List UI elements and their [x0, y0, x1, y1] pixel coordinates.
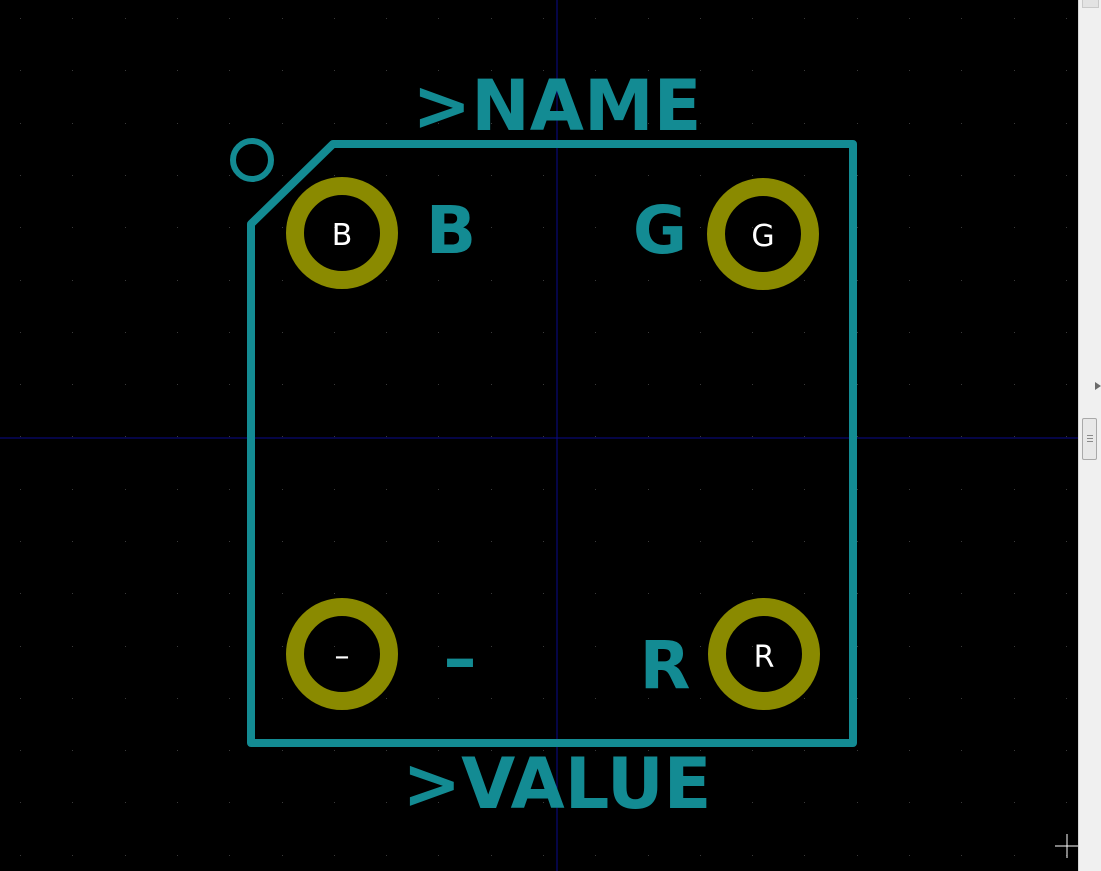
footprint-outline	[247, 140, 857, 747]
pad-number-g: G	[751, 219, 774, 254]
pad-minus[interactable]	[286, 598, 398, 710]
pad-r[interactable]	[708, 598, 820, 710]
grid	[20, 18, 1067, 856]
scroll-position-marker-icon	[1095, 382, 1101, 390]
value-label[interactable]: >VALUE	[402, 743, 711, 825]
pad-g[interactable]	[707, 178, 819, 290]
vertical-scrollbar[interactable]	[1078, 0, 1101, 871]
pad-number-b: B	[332, 218, 353, 253]
scroll-thumb[interactable]	[1082, 418, 1097, 460]
scroll-up-button[interactable]	[1082, 0, 1099, 8]
silk-label-minus: –	[444, 620, 477, 697]
pad-b[interactable]	[286, 177, 398, 289]
pin1-marker	[230, 138, 274, 182]
name-label[interactable]: >NAME	[413, 65, 702, 147]
cursor-crosshair-icon	[1055, 834, 1078, 858]
footprint-view[interactable]: B G – R >NAME >VALUE B G – R	[0, 0, 1078, 871]
silk-label-b: B	[426, 192, 476, 269]
pad-number-minus: –	[335, 639, 350, 674]
pcb-canvas[interactable]: B G – R >NAME >VALUE B G – R	[0, 0, 1078, 871]
silk-label-g: G	[633, 192, 687, 269]
pad-number-r: R	[754, 640, 775, 675]
silk-label-r: R	[640, 627, 691, 704]
